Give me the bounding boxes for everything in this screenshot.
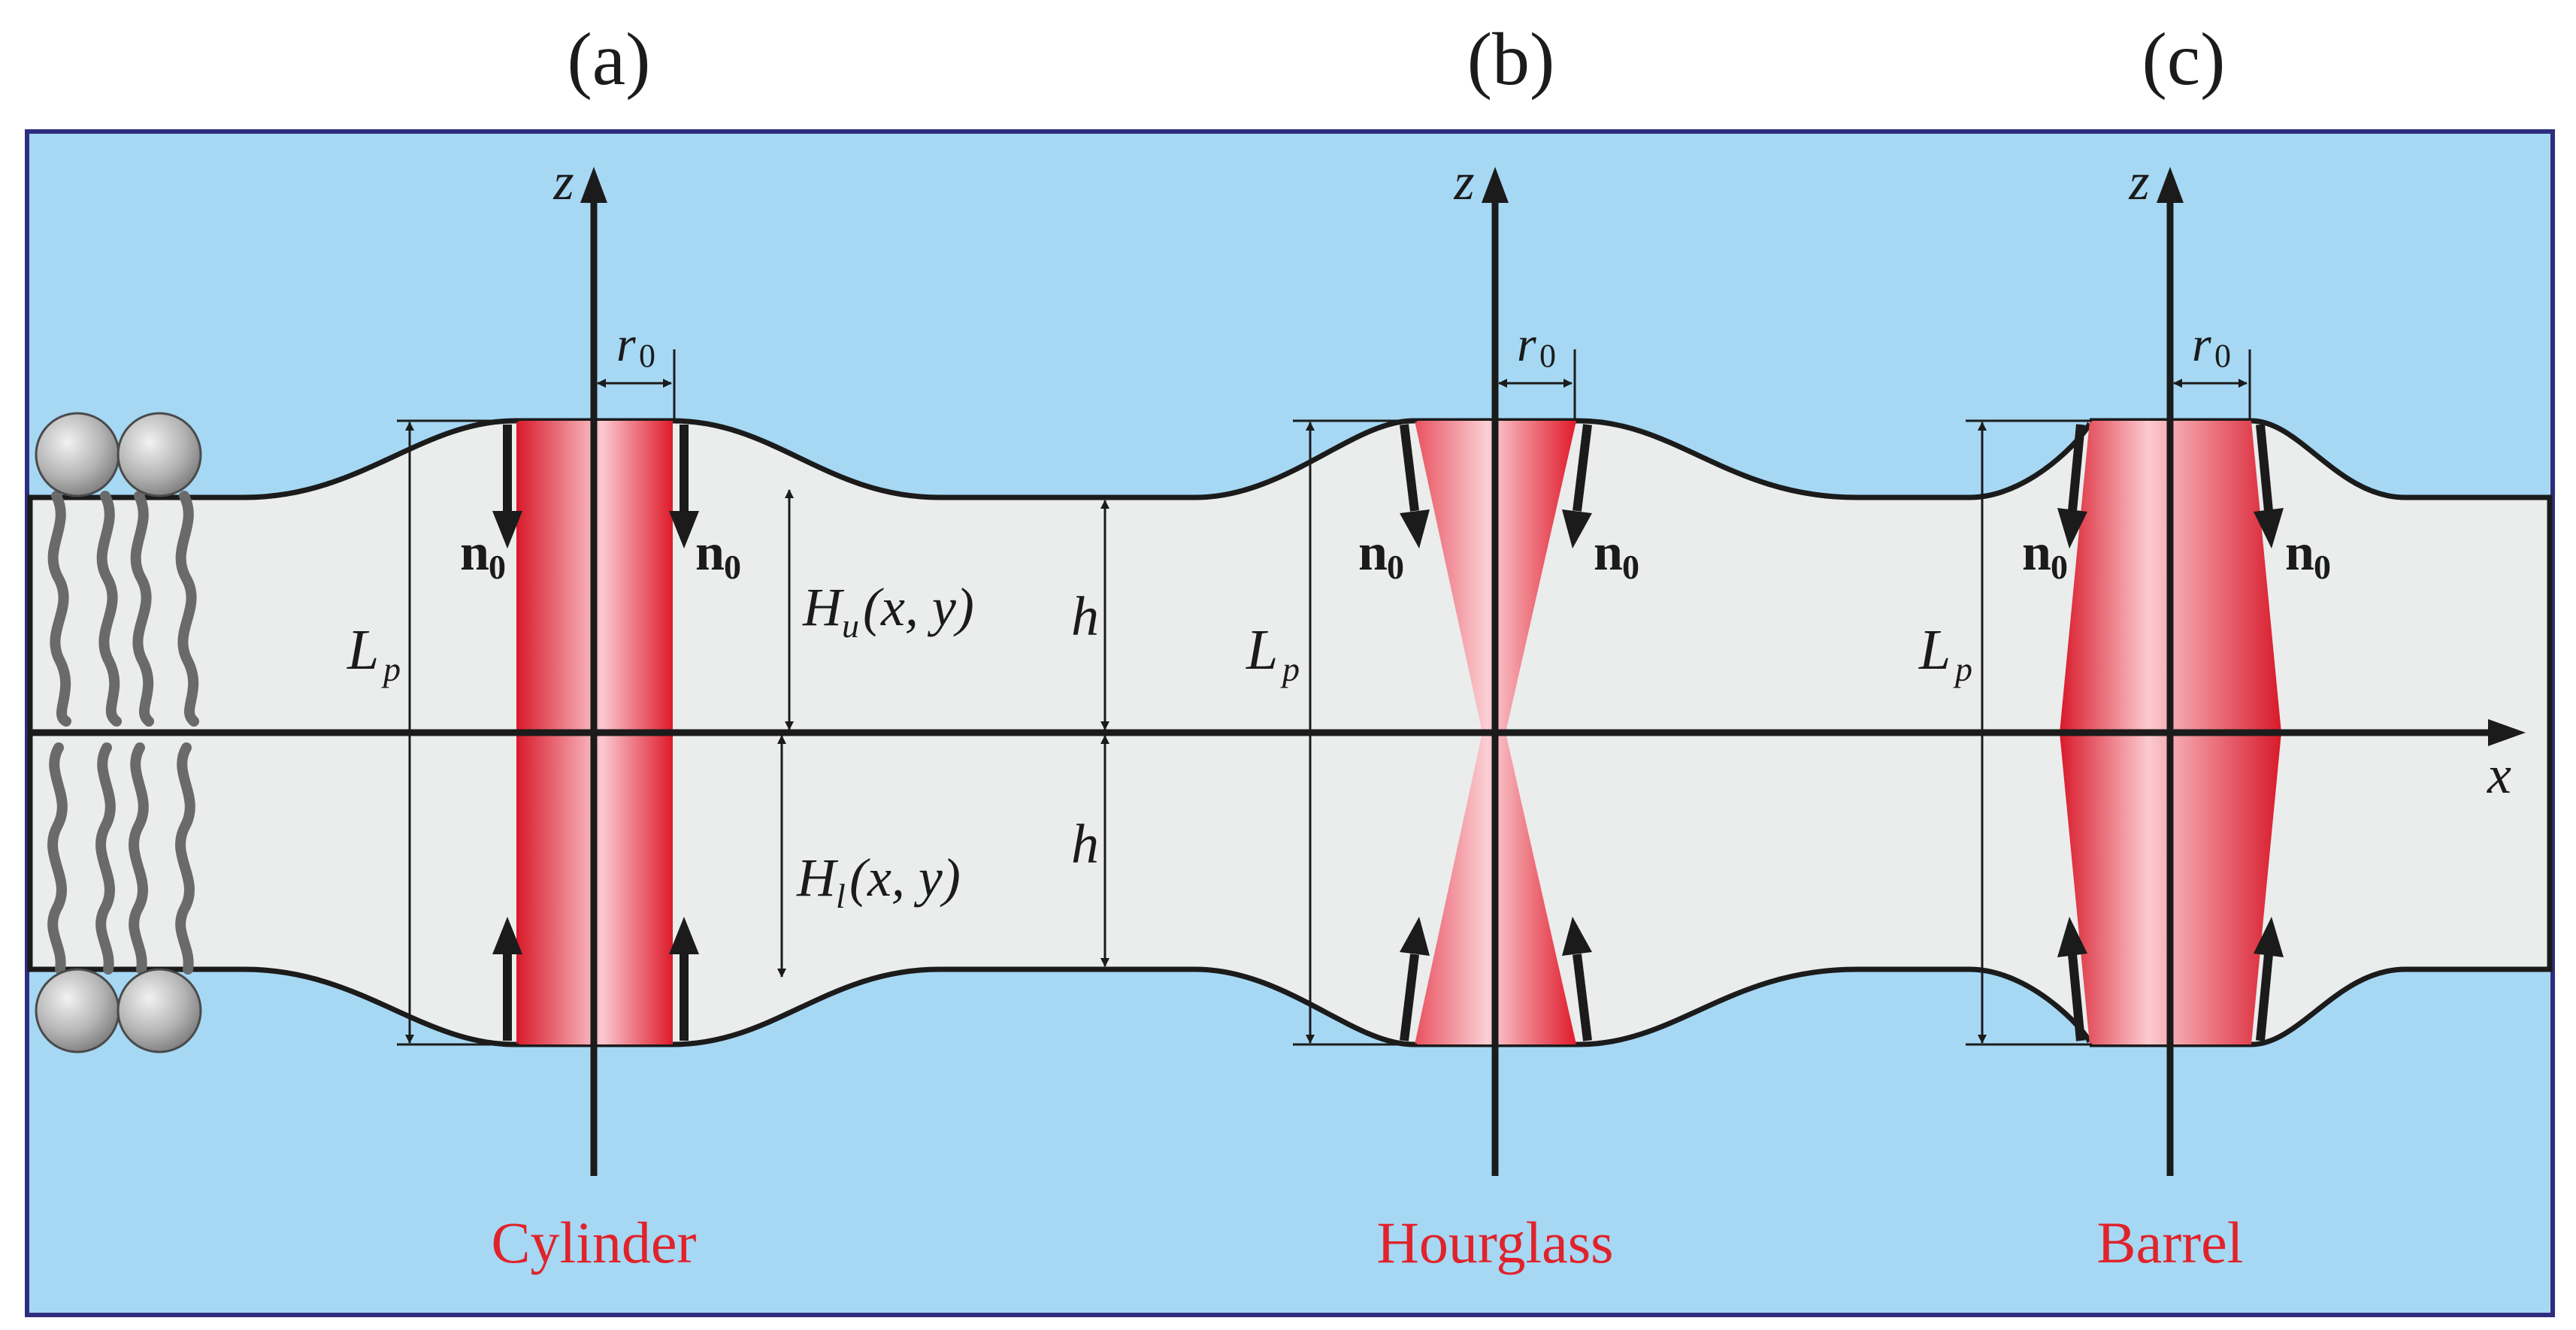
hu-args: (x, y) (863, 577, 974, 637)
n0-sub: 0 (489, 548, 506, 586)
panel-letter-a: (a) (568, 17, 651, 101)
lp-sub: p (1953, 650, 1972, 688)
z-label-a: z (552, 153, 574, 211)
lipid-heads (35, 412, 202, 1053)
n0-main: n (2022, 524, 2051, 582)
z-label-b: z (1453, 153, 1474, 211)
normal-arrows (492, 424, 2284, 1041)
r0-main: r (2192, 317, 2211, 372)
n0-labels: n 0 n 0 n 0 n 0 n 0 n 0 (460, 524, 2331, 586)
lp-label-c: L p (1918, 618, 1972, 688)
caption-barrel: Barrel (2097, 1210, 2244, 1275)
r0-sub: 0 (2214, 337, 2231, 374)
lp-main: L (1246, 618, 1278, 682)
caption-cylinder: Cylinder (492, 1210, 697, 1275)
r0-main: r (1517, 317, 1536, 372)
lp-sub: p (381, 650, 401, 688)
n0-main: n (1594, 524, 1623, 582)
hl-main: H (796, 848, 839, 908)
lp-label-b: L p (1246, 618, 1300, 688)
z-axes (580, 167, 2184, 1176)
n0-main: n (2285, 524, 2314, 582)
n0-sub: 0 (2314, 548, 2331, 586)
r0-sub: 0 (639, 337, 655, 374)
z-label-c: z (2128, 153, 2149, 211)
r0-label-c: r 0 (2192, 317, 2231, 374)
hu-main: H (802, 577, 845, 637)
lipid-tails (47, 491, 199, 975)
n0-main: n (460, 524, 489, 582)
n0-sub: 0 (2051, 548, 2068, 586)
lp-label-a: L p (347, 618, 401, 688)
dimension-lines (397, 349, 2251, 1046)
r0-label-b: r 0 (1517, 317, 1556, 374)
n0-main: n (695, 524, 725, 582)
r0-main: r (616, 317, 636, 372)
hl-args: (x, y) (849, 848, 961, 908)
n0-sub: 0 (724, 548, 741, 586)
caption-hourglass: Hourglass (1377, 1210, 1614, 1275)
lp-main: L (1918, 618, 1951, 682)
lp-main: L (347, 618, 379, 682)
lp-sub: p (1280, 650, 1300, 688)
panel-letter-c: (c) (2142, 17, 2226, 101)
n0-main: n (1358, 524, 1388, 582)
h-lower-label: h (1071, 814, 1099, 875)
r0-label-a: r 0 (616, 317, 655, 374)
n0-sub: 0 (1387, 548, 1404, 586)
hu-sub: u (842, 606, 859, 645)
r0-sub: 0 (1539, 337, 1556, 374)
panel-letter-b: (b) (1467, 17, 1555, 101)
hl-sub: l (836, 877, 846, 915)
h-upper-label: h (1071, 586, 1099, 648)
x-label: x (2487, 745, 2511, 805)
hl-label: H l (x, y) (796, 848, 961, 915)
x-axis-arrowhead (2488, 719, 2526, 746)
n0-sub: 0 (1622, 548, 1639, 586)
hu-label: H u (x, y) (802, 577, 974, 645)
